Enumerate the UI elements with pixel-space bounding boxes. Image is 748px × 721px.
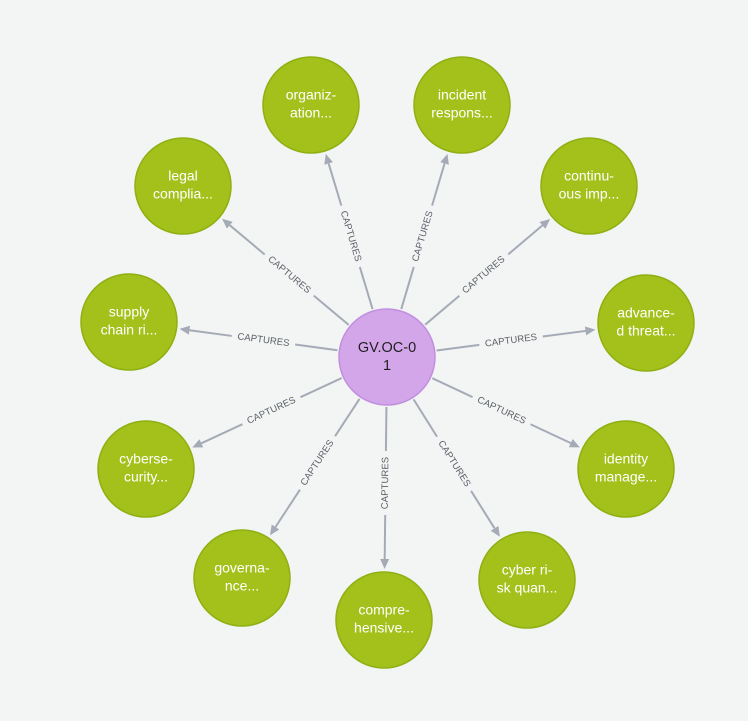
edge-label: CAPTURES bbox=[266, 254, 313, 296]
arrowhead-icon bbox=[269, 524, 280, 536]
node-center-circle[interactable] bbox=[338, 308, 436, 406]
edge-label: CAPTURES bbox=[460, 254, 507, 296]
edge-line bbox=[229, 224, 266, 256]
edge-line bbox=[530, 423, 572, 445]
edge-governance: CAPTURES bbox=[269, 398, 361, 536]
edge-line bbox=[334, 398, 361, 437]
node-advanced-threat[interactable]: advance-d threat... bbox=[597, 274, 695, 372]
node-cyber-risk-quantification-circle[interactable] bbox=[478, 531, 576, 629]
edge-label: CAPTURES bbox=[484, 332, 538, 350]
node-organization-circle[interactable] bbox=[262, 56, 360, 154]
edge-line bbox=[431, 163, 446, 206]
node-organization[interactable]: organiz-ation... bbox=[262, 56, 360, 154]
edge-organization: CAPTURES bbox=[324, 153, 374, 310]
edge-line bbox=[383, 514, 387, 560]
arrowhead-icon bbox=[490, 525, 500, 537]
edge-label: CAPTURES bbox=[245, 395, 297, 427]
edge-line bbox=[313, 294, 350, 326]
edge-line bbox=[274, 489, 301, 528]
edge-line bbox=[300, 377, 343, 399]
edge-continuous-improvement: CAPTURES bbox=[424, 218, 551, 326]
arrowhead-icon bbox=[568, 439, 580, 448]
edge-supply-chain-risk: CAPTURES bbox=[179, 325, 338, 352]
edge-line bbox=[542, 329, 586, 338]
node-governance-circle[interactable] bbox=[193, 529, 291, 627]
node-incident-response[interactable]: incidentrespons... bbox=[413, 56, 511, 154]
edge-label: CAPTURES bbox=[338, 210, 364, 263]
arrowhead-icon bbox=[192, 439, 204, 448]
arrowhead-icon bbox=[440, 153, 449, 165]
edge-cyber-risk-quantification: CAPTURES bbox=[412, 398, 500, 537]
edge-line bbox=[200, 423, 243, 445]
arrowhead-icon bbox=[324, 153, 333, 165]
node-legal-compliance-circle[interactable] bbox=[134, 137, 232, 235]
node-incident-response-circle[interactable] bbox=[413, 56, 511, 154]
edge-cybersecurity: CAPTURES bbox=[192, 377, 343, 448]
node-comprehensive-circle[interactable] bbox=[335, 571, 433, 669]
edge-legal-compliance: CAPTURES bbox=[222, 218, 350, 326]
arrowhead-icon bbox=[179, 325, 191, 335]
edge-advanced-threat: CAPTURES bbox=[436, 326, 596, 352]
edge-label: CAPTURES bbox=[435, 439, 472, 489]
node-advanced-threat-circle[interactable] bbox=[597, 274, 695, 372]
edge-line bbox=[436, 343, 480, 352]
node-cybersecurity[interactable]: cyberse-curity... bbox=[97, 420, 195, 518]
node-continuous-improvement[interactable]: continu-ous imp... bbox=[540, 137, 638, 235]
node-governance[interactable]: governa-nce... bbox=[193, 529, 291, 627]
edge-label: CAPTURES bbox=[380, 457, 392, 510]
edge-line bbox=[431, 377, 473, 398]
edge-line bbox=[412, 398, 438, 438]
arrowhead-icon bbox=[380, 558, 390, 570]
node-legal-compliance[interactable]: legalcomplia... bbox=[134, 137, 232, 235]
arrowhead-icon bbox=[539, 218, 551, 229]
node-supply-chain-risk-circle[interactable] bbox=[80, 273, 178, 371]
edge-identity-management: CAPTURES bbox=[431, 377, 580, 448]
edge-line bbox=[295, 343, 338, 352]
edge-label: CAPTURES bbox=[475, 395, 527, 427]
edge-line bbox=[507, 224, 544, 256]
arrowhead-icon bbox=[222, 218, 233, 229]
edge-line bbox=[384, 406, 388, 452]
node-cybersecurity-circle[interactable] bbox=[97, 420, 195, 518]
edge-line bbox=[424, 294, 461, 326]
edge-comprehensive: CAPTURES bbox=[380, 406, 392, 570]
node-cyber-risk-quantification[interactable]: cyber ri-sk quan... bbox=[478, 531, 576, 629]
edge-line bbox=[327, 163, 343, 206]
edge-label: CAPTURES bbox=[237, 331, 291, 349]
node-comprehensive[interactable]: compre-hensive... bbox=[335, 571, 433, 669]
edge-line bbox=[470, 490, 496, 529]
node-identity-management[interactable]: identitymanage... bbox=[577, 420, 675, 518]
edge-label: CAPTURES bbox=[299, 438, 337, 488]
node-identity-management-circle[interactable] bbox=[577, 420, 675, 518]
edge-line bbox=[189, 329, 232, 337]
node-continuous-improvement-circle[interactable] bbox=[540, 137, 638, 235]
edge-line bbox=[400, 266, 415, 310]
node-center[interactable]: GV.OC-01 bbox=[338, 308, 436, 406]
edge-label: CAPTURES bbox=[410, 210, 436, 263]
edge-incident-response: CAPTURES bbox=[400, 153, 449, 310]
arrowhead-icon bbox=[584, 326, 596, 336]
edge-line bbox=[358, 266, 374, 310]
